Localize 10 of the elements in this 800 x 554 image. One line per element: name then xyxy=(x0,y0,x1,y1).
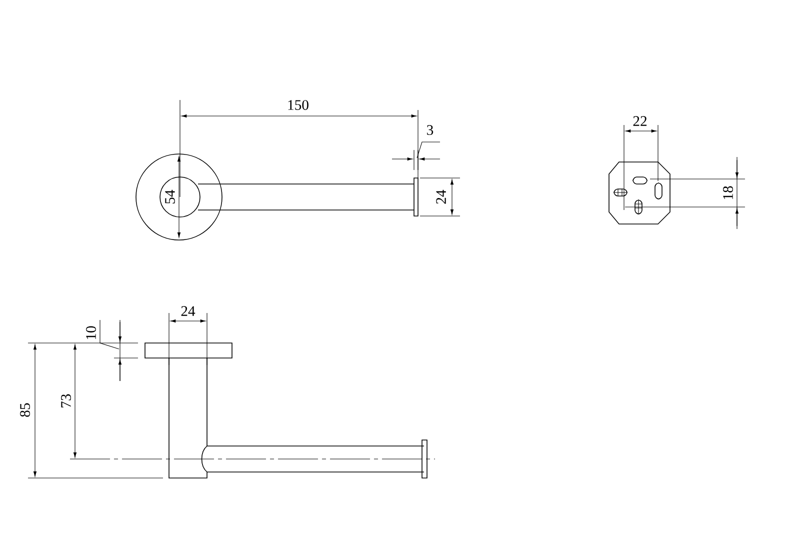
dimension-label: 10 xyxy=(86,326,96,340)
dimension-label: 3 xyxy=(427,125,434,135)
dimension-label: 22 xyxy=(633,116,647,126)
dimension-label: 73 xyxy=(61,394,71,408)
dimension-label: 24 xyxy=(181,306,196,316)
dimension-label: 150 xyxy=(288,100,308,110)
dimension-label: 54 xyxy=(165,190,175,204)
dimension-label: 18 xyxy=(723,186,733,200)
dimension-label: 24 xyxy=(436,190,446,204)
dimension-label: 85 xyxy=(20,403,30,417)
